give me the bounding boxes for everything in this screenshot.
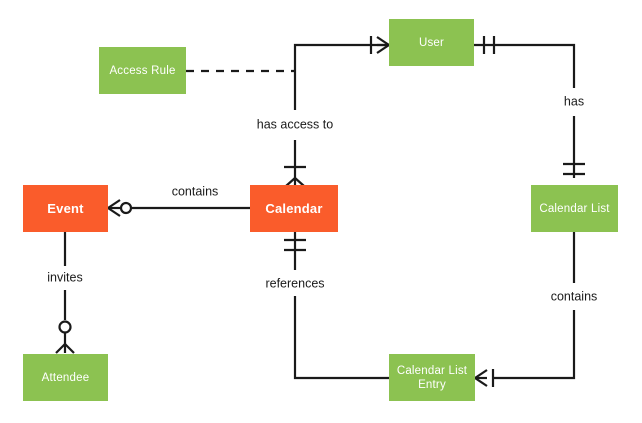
marker-exactly-one-calendar-bottom bbox=[284, 238, 306, 252]
crowfoot-one-to-many-list-entry-right bbox=[474, 369, 495, 387]
entity-label-calendar-list: Calendar List bbox=[539, 202, 610, 215]
entity-event[interactable]: Event bbox=[23, 185, 108, 232]
connector-has-access-to bbox=[284, 36, 390, 187]
entity-attendee[interactable]: Attendee bbox=[23, 354, 108, 401]
crowfoot-one-and-many-calendar-top bbox=[284, 165, 306, 187]
entity-label-access-rule: Access Rule bbox=[109, 64, 176, 77]
entity-label-event: Event bbox=[47, 200, 84, 216]
relationship-label-contains-list-entry: contains bbox=[547, 289, 601, 305]
marker-exactly-one-calendar-list-top bbox=[563, 162, 585, 176]
connector-invites bbox=[55, 232, 75, 354]
marker-exactly-one-user-right bbox=[482, 36, 496, 54]
relationship-label-references: references bbox=[262, 276, 328, 292]
crowfoot-zero-or-many-attendee-top bbox=[55, 320, 75, 354]
relationship-label-contains-event-calendar: contains bbox=[168, 184, 222, 200]
entity-user[interactable]: User bbox=[389, 19, 474, 66]
label-text-has: has bbox=[563, 94, 585, 109]
entity-label-calendar: Calendar bbox=[265, 200, 323, 216]
entity-calendar[interactable]: Calendar bbox=[250, 185, 338, 232]
connector-contains-list-entry bbox=[474, 232, 576, 387]
entity-label-user: User bbox=[418, 36, 445, 49]
crowfoot-zero-or-many-event-right bbox=[107, 199, 133, 217]
label-text-references: references bbox=[265, 276, 325, 291]
label-text-invites: invites bbox=[47, 270, 83, 285]
connector-has bbox=[474, 36, 585, 178]
connector-references bbox=[284, 232, 389, 380]
relationship-label-has-access-to: has access to bbox=[253, 117, 337, 133]
label-text-contains-event-calendar: contains bbox=[171, 184, 219, 199]
entity-calendar-list-entry[interactable]: Calendar List Entry bbox=[389, 354, 475, 401]
crowfoot-one-to-many-user-left bbox=[369, 36, 390, 54]
entity-calendar-list[interactable]: Calendar List bbox=[531, 185, 618, 232]
relationship-label-invites: invites bbox=[44, 270, 86, 286]
label-text-contains-list-entry: contains bbox=[550, 289, 598, 304]
entity-label-calendar-list-entry: Calendar List Entry bbox=[396, 364, 468, 391]
entity-label-attendee: Attendee bbox=[41, 371, 90, 384]
entity-access-rule[interactable]: Access Rule bbox=[99, 47, 186, 94]
relationship-label-has: has bbox=[560, 94, 588, 110]
connector-contains-event-calendar bbox=[107, 199, 250, 217]
label-text-has-access-to: has access to bbox=[256, 117, 334, 132]
